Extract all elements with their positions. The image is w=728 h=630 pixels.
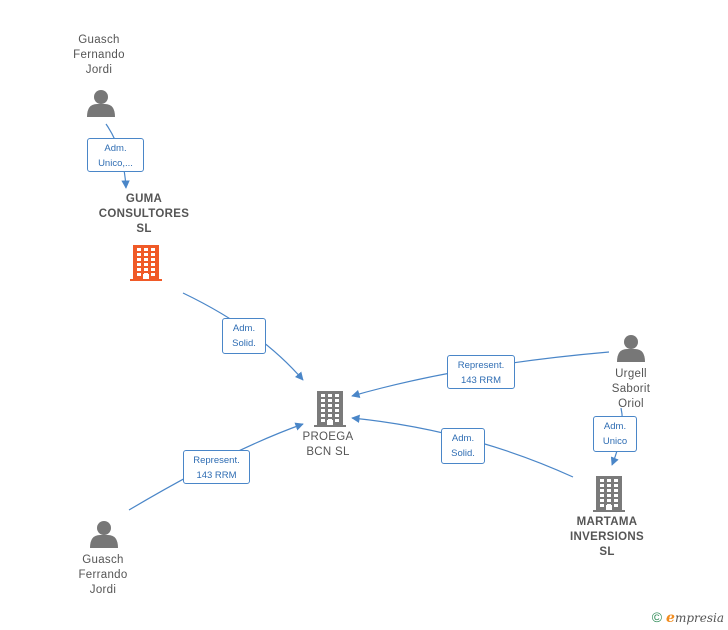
edge-label[interactable]: Adm. Unico	[593, 416, 637, 452]
person-icon[interactable]	[87, 90, 115, 117]
edge-label[interactable]: Adm. Unico,...	[87, 138, 144, 172]
building-icon[interactable]	[130, 245, 162, 281]
empresia-logo: empresia	[666, 610, 724, 626]
footer-brand: ©empresia	[652, 609, 724, 626]
building-icon[interactable]	[314, 391, 346, 427]
node-label-martama[interactable]: MARTAMA INVERSIONS SL	[570, 516, 644, 558]
edge-label[interactable]: Adm. Solid.	[222, 318, 266, 354]
node-label-guasch_bottom[interactable]: Guasch Ferrando Jordi	[78, 554, 128, 596]
node-label-guasch_top[interactable]: Guasch Fernando Jordi	[73, 34, 125, 76]
edge-label[interactable]: Represent. 143 RRM	[183, 450, 250, 484]
copyright-symbol: ©	[651, 609, 663, 625]
node-label-guma[interactable]: GUMA CONSULTORES SL	[98, 193, 190, 235]
edge-label[interactable]: Adm. Solid.	[441, 428, 485, 464]
building-icon[interactable]	[593, 476, 625, 512]
node-label-urgell[interactable]: Urgell Saborit Oriol	[611, 368, 651, 410]
person-icon[interactable]	[90, 521, 118, 548]
node-label-proega[interactable]: PROEGA BCN SL	[302, 431, 354, 458]
edge-label[interactable]: Represent. 143 RRM	[447, 355, 515, 389]
person-icon[interactable]	[617, 335, 645, 362]
